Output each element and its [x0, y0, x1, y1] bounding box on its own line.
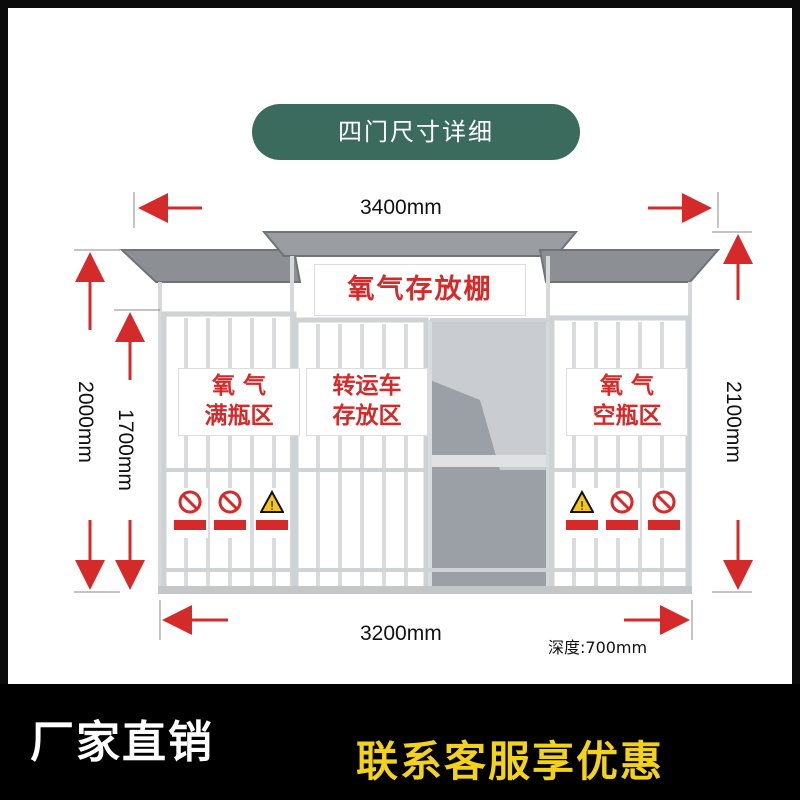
full-sign-line2: 满瓶区: [204, 403, 274, 429]
empty-sign-line2: 空瓶区: [592, 403, 662, 429]
promo-band: [0, 684, 800, 800]
main-sign: 氧气存放棚: [314, 264, 526, 316]
warning-triangle-icon: !: [564, 488, 600, 538]
top-frame: [0, 0, 800, 8]
roof-right: [538, 249, 721, 283]
svg-text:!: !: [580, 499, 585, 513]
empty-sign-line1: 氧 气: [599, 373, 654, 399]
slogan-factory-direct: 厂家直销: [30, 717, 214, 768]
shed-illustration: [74, 192, 753, 640]
no-smoking-icon: [646, 488, 682, 538]
transfer-sign-line1: 转运车: [332, 373, 402, 399]
bottom-width-label: 3200mm: [360, 622, 442, 645]
svg-text:!: !: [270, 499, 275, 513]
no-fire-icon: [212, 488, 248, 538]
depth-label: 深度:700mm: [548, 638, 648, 657]
empty-bottle-sign: 氧 气 空瓶区: [566, 368, 688, 436]
left-frame: [0, 0, 8, 684]
roof-left: [119, 249, 302, 283]
warning-triangle-icon: !: [254, 488, 290, 538]
right-height-label: 2100mm: [721, 381, 745, 463]
top-width-label: 3400mm: [360, 196, 442, 219]
transfer-sign-line2: 存放区: [332, 403, 402, 429]
full-sign-line1: 氧 气: [211, 373, 266, 399]
full-bottle-sign: 氧 气 满瓶区: [178, 368, 300, 436]
transfer-cart-sign: 转运车 存放区: [306, 368, 428, 436]
title-banner: 四门尺寸详细: [252, 104, 580, 160]
no-smoking-icon: [172, 488, 208, 538]
no-fire-icon: [604, 488, 640, 538]
left-inner-height-label: 1700mm: [113, 409, 137, 491]
left-outer-height-label: 2000mm: [73, 381, 97, 463]
right-frame: [792, 0, 800, 684]
slogan-contact-service: 联系客服享优惠: [356, 737, 665, 786]
roof-center: [261, 231, 579, 257]
